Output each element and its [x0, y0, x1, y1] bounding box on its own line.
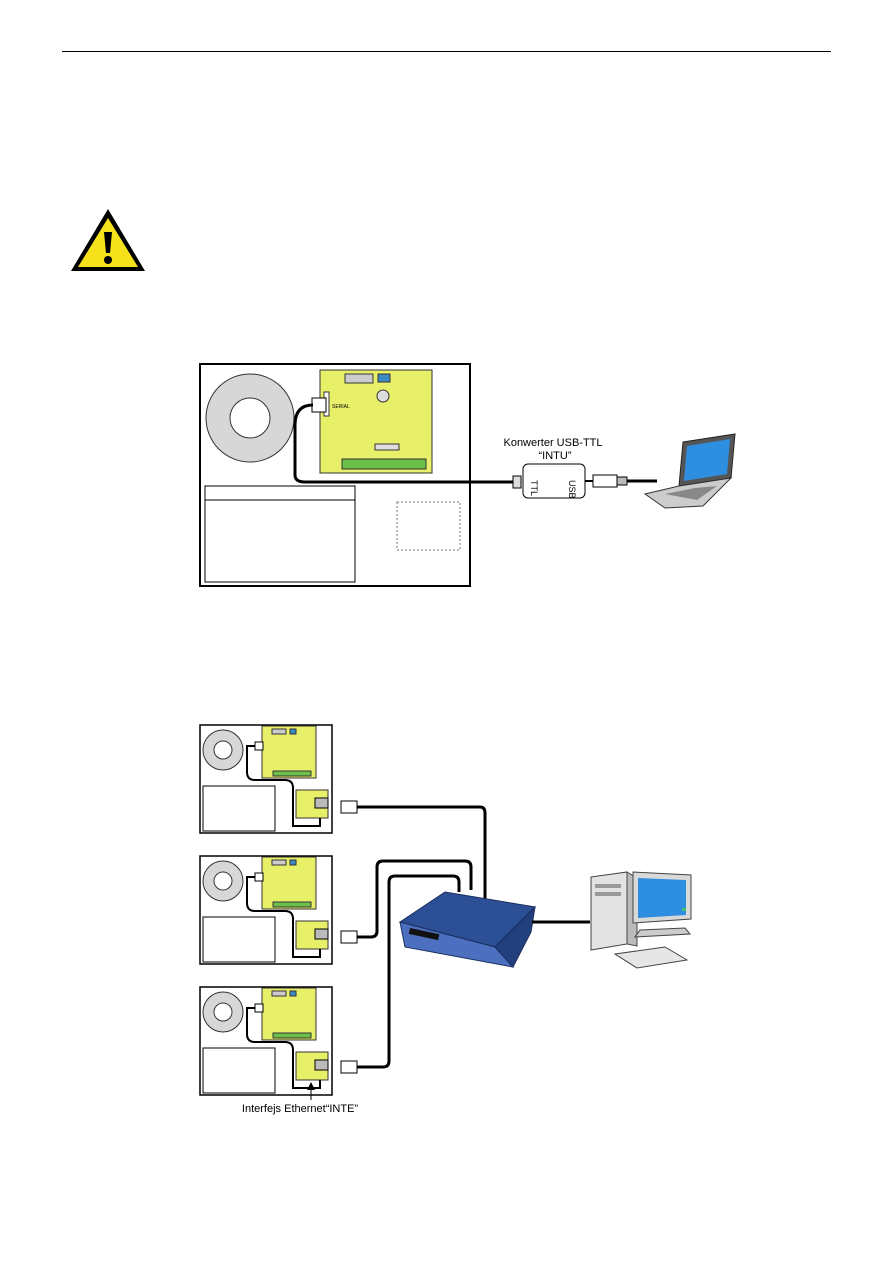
figure-ethernet-network: Interfejs Ethernet“INTE”	[199, 724, 692, 1115]
figure-usb-ttl-connection: SERIAL TTL USB Konwerter USB-TTL “INTU”	[199, 363, 736, 587]
psu-unit-1	[199, 724, 333, 834]
converter-label: Konwerter USB-TTL	[503, 437, 602, 449]
battery	[204, 485, 356, 583]
laptop-icon	[643, 433, 736, 509]
module-slot	[396, 501, 461, 551]
router-icon	[398, 891, 537, 968]
usb-plug	[592, 474, 618, 488]
interface-label: Interfejs Ethernet“INTE”	[242, 1103, 358, 1115]
header-rule	[62, 51, 831, 52]
psu-unit-3	[199, 986, 333, 1096]
ttl-port-label: TTL	[529, 480, 539, 496]
serial-label: SERIAL	[332, 404, 350, 410]
ttl-cable	[293, 403, 513, 484]
psu-unit-2	[199, 855, 333, 965]
usb-port-label: USB	[567, 480, 577, 499]
pcb-board	[319, 369, 433, 474]
warning-triangle-icon	[71, 209, 145, 271]
desktop-computer-icon	[590, 871, 692, 969]
converter-name: “INTU”	[539, 450, 572, 462]
